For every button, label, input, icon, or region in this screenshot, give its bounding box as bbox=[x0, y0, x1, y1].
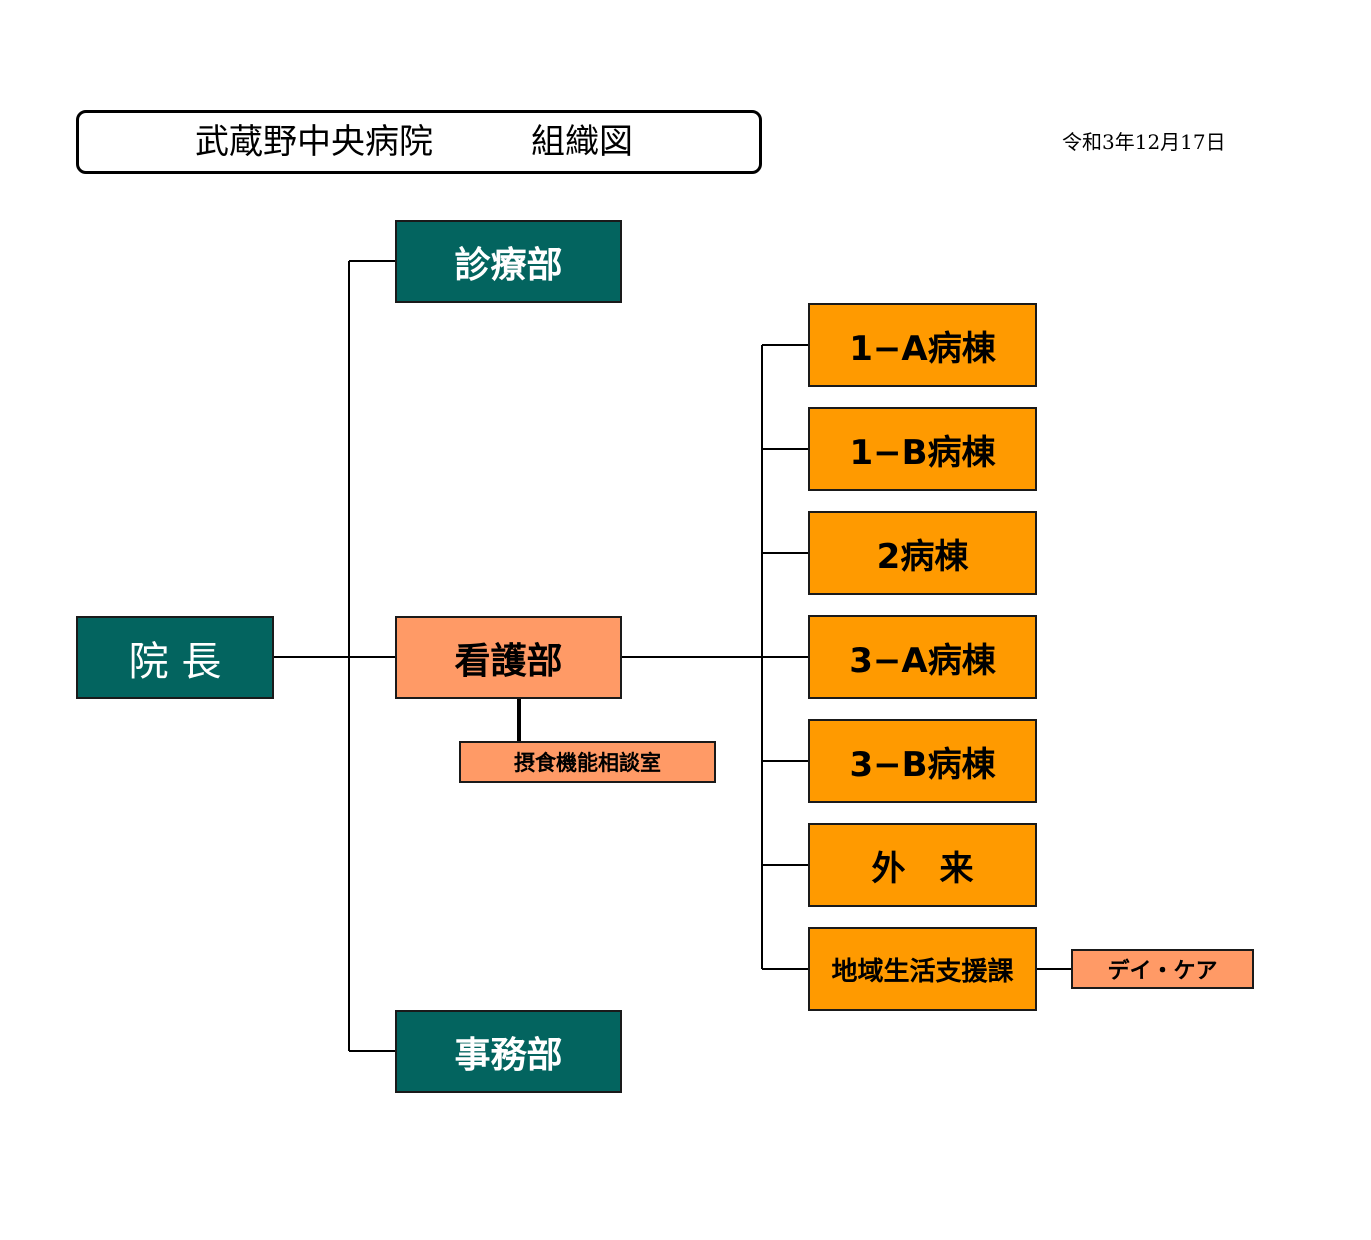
ward-box-3a: 3−A病棟 bbox=[808, 615, 1037, 699]
ward-box-1b: 1−B病棟 bbox=[808, 407, 1037, 491]
nursing-dept-box: 看護部 bbox=[395, 616, 622, 699]
ward-label: 3−B病棟 bbox=[849, 744, 996, 785]
admin-dept-box: 事務部 bbox=[395, 1010, 622, 1093]
admin-dept-label: 事務部 bbox=[454, 1034, 563, 1076]
nursing-dept-label: 看護部 bbox=[454, 640, 563, 682]
director-box: 院 長 bbox=[76, 616, 274, 699]
ward-label: 1−A病棟 bbox=[849, 328, 996, 369]
title-box: 武蔵野中央病院 組織図 bbox=[76, 110, 762, 174]
day-care-label: デイ・ケア bbox=[1107, 959, 1218, 984]
ward-box-2: 2病棟 bbox=[808, 511, 1037, 595]
ward-label: 2病棟 bbox=[876, 536, 969, 577]
date-label: 令和3年12月17日 bbox=[1062, 130, 1226, 154]
medical-dept-label: 診療部 bbox=[454, 244, 563, 286]
community-support-box: 地域生活支援課 bbox=[808, 927, 1037, 1011]
title-hospital-name: 武蔵野中央病院 bbox=[195, 122, 433, 162]
medical-dept-box: 診療部 bbox=[395, 220, 622, 303]
day-care-box: デイ・ケア bbox=[1071, 949, 1254, 989]
outpatient-label: 外 来 bbox=[871, 848, 974, 889]
swallowing-consult-label: 摂食機能相談室 bbox=[514, 751, 661, 775]
ward-box-1a: 1−A病棟 bbox=[808, 303, 1037, 387]
ward-label: 3−A病棟 bbox=[849, 640, 996, 681]
outpatient-box: 外 来 bbox=[808, 823, 1037, 907]
ward-box-3b: 3−B病棟 bbox=[808, 719, 1037, 803]
ward-label: 1−B病棟 bbox=[849, 432, 996, 473]
swallowing-consult-box: 摂食機能相談室 bbox=[459, 741, 716, 783]
director-label: 院 長 bbox=[128, 638, 222, 685]
title-chart-name: 組織図 bbox=[531, 122, 633, 162]
community-support-label: 地域生活支援課 bbox=[831, 956, 1014, 987]
